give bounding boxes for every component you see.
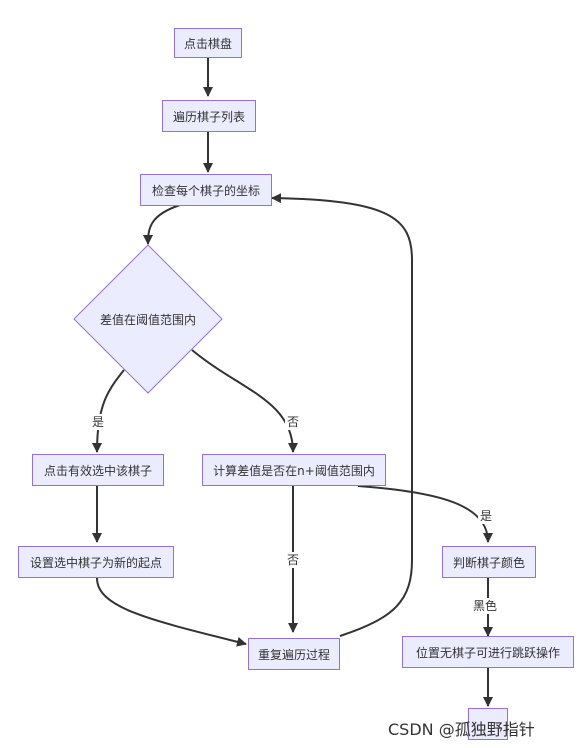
node-judge-color: 判断棋子颜色 [442, 546, 536, 578]
edge-diamond-yes [92, 369, 125, 453]
diamond-shape [73, 244, 223, 394]
node-jump: 位置无棋子可进行跳跃操作 [402, 636, 574, 668]
edge-label-no-right: 否 [285, 414, 302, 430]
node-diff-in-threshold: 差值在阈值范围内 [99, 312, 196, 327]
edge-label-no-down: 否 [285, 552, 302, 568]
node-repeat: 重复遍历过程 [248, 638, 340, 670]
node-check-coords: 检查每个棋子的坐标 [140, 174, 272, 206]
edge-setstart-to-repeat [96, 577, 247, 647]
node-iterate-list: 遍历棋子列表 [162, 100, 256, 132]
node-calc-diff: 计算差值是否在n+阈值范围内 [202, 454, 386, 486]
node-set-start: 设置选中棋子为新的起点 [18, 546, 174, 578]
edge-label-yes-left: 是 [90, 414, 107, 430]
node-select-piece: 点击有效选中该棋子 [32, 454, 164, 486]
edge-repeat-loop-back [271, 193, 413, 637]
edge-calc-to-judge-yes [357, 485, 493, 543]
edge-label-yes-right: 是 [478, 508, 495, 524]
edge-label-black: 黑色 [471, 598, 500, 614]
node-click-board: 点击棋盘 [174, 28, 242, 58]
node-final [468, 708, 508, 740]
edge-check-to-diamond [143, 204, 181, 245]
watermark: CSDN @孤独野指针 [388, 720, 535, 739]
edge-diamond-no [191, 349, 298, 453]
